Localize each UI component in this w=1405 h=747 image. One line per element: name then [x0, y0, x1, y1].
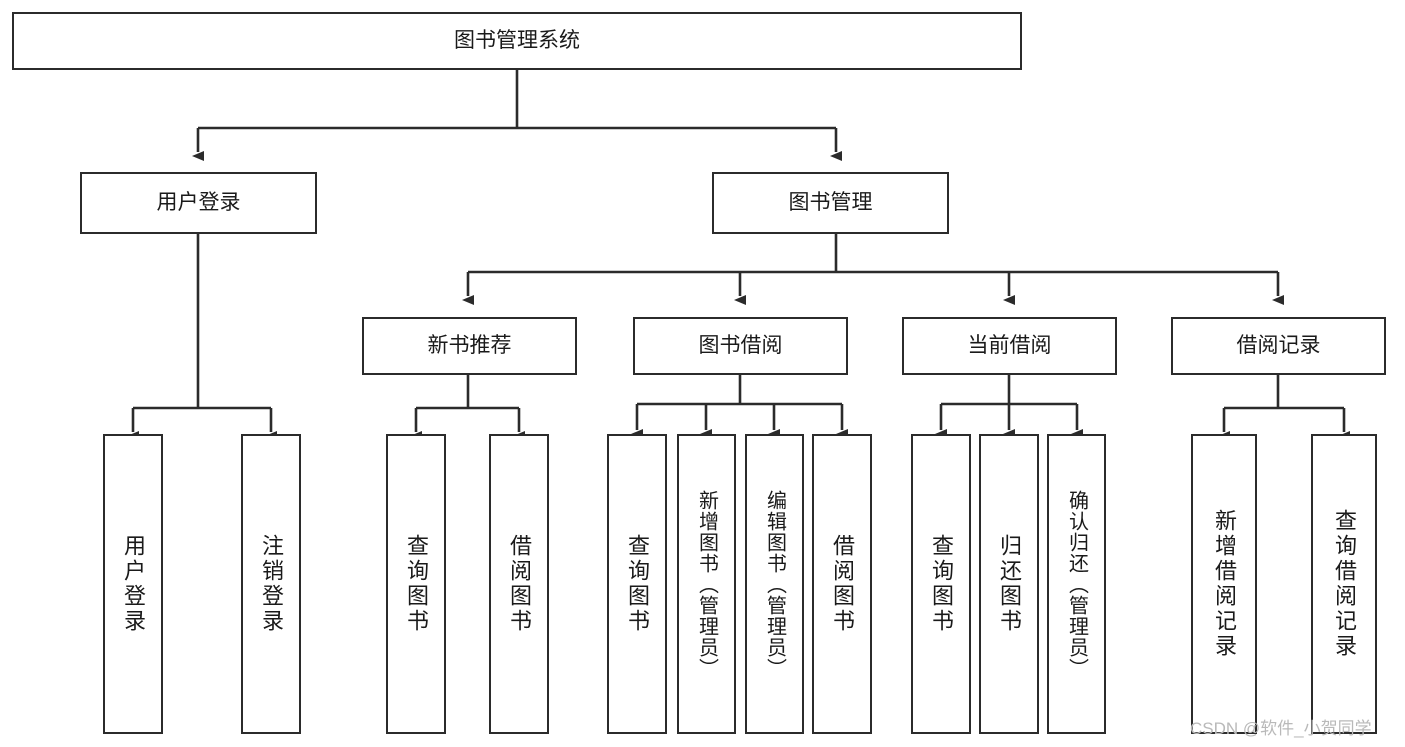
node-label: 新书推荐	[427, 334, 512, 358]
node-label: 查询图书	[404, 534, 429, 634]
node-system-title[interactable]: 图书管理系统	[12, 12, 1022, 70]
node-label: 注销登录	[259, 534, 284, 634]
node-leaf-edit-book-admin[interactable]: 编辑图书（管理员）	[745, 434, 804, 734]
node-leaf-return-book[interactable]: 归还图书	[979, 434, 1039, 734]
node-label: 图书管理系统	[454, 29, 580, 53]
node-label: 图书管理	[788, 191, 873, 215]
node-label: 借阅记录	[1236, 334, 1321, 358]
node-book-management[interactable]: 图书管理	[712, 172, 949, 234]
node-label: 用户登录	[121, 534, 146, 634]
node-label: 查询图书	[929, 534, 954, 634]
node-book-borrow[interactable]: 图书借阅	[633, 317, 848, 375]
node-leaf-query-book-2[interactable]: 查询图书	[607, 434, 667, 734]
node-label: 图书借阅	[698, 334, 783, 358]
node-borrow-record[interactable]: 借阅记录	[1171, 317, 1386, 375]
node-label: 用户登录	[156, 191, 241, 215]
node-label: 查询图书	[625, 534, 650, 634]
node-leaf-logout-login[interactable]: 注销登录	[241, 434, 301, 734]
node-label: 借阅图书	[507, 534, 532, 634]
node-label: 查询借阅记录	[1332, 509, 1357, 659]
node-leaf-borrow-book-1[interactable]: 借阅图书	[489, 434, 549, 734]
node-label: 编辑图书（管理员）	[763, 489, 786, 679]
node-leaf-user-login[interactable]: 用户登录	[103, 434, 163, 734]
node-new-book-recommend[interactable]: 新书推荐	[362, 317, 577, 375]
node-user-login[interactable]: 用户登录	[80, 172, 317, 234]
node-leaf-borrow-book-2[interactable]: 借阅图书	[812, 434, 872, 734]
node-leaf-add-book-admin[interactable]: 新增图书（管理员）	[677, 434, 736, 734]
node-label: 归还图书	[997, 534, 1022, 634]
csdn-watermark: CSDN @软件_小贺同学	[1190, 719, 1372, 738]
node-label: 当前借阅	[967, 334, 1052, 358]
node-current-borrow[interactable]: 当前借阅	[902, 317, 1117, 375]
node-leaf-confirm-return-admin[interactable]: 确认归还（管理员）	[1047, 434, 1106, 734]
node-label: 新增借阅记录	[1212, 509, 1237, 659]
node-leaf-query-borrow-record[interactable]: 查询借阅记录	[1311, 434, 1377, 734]
node-leaf-add-borrow-record[interactable]: 新增借阅记录	[1191, 434, 1257, 734]
node-label: 新增图书（管理员）	[695, 489, 718, 679]
node-label: 借阅图书	[830, 534, 855, 634]
node-label: 确认归还（管理员）	[1065, 489, 1088, 679]
node-leaf-query-book-3[interactable]: 查询图书	[911, 434, 971, 734]
node-leaf-query-book-1[interactable]: 查询图书	[386, 434, 446, 734]
